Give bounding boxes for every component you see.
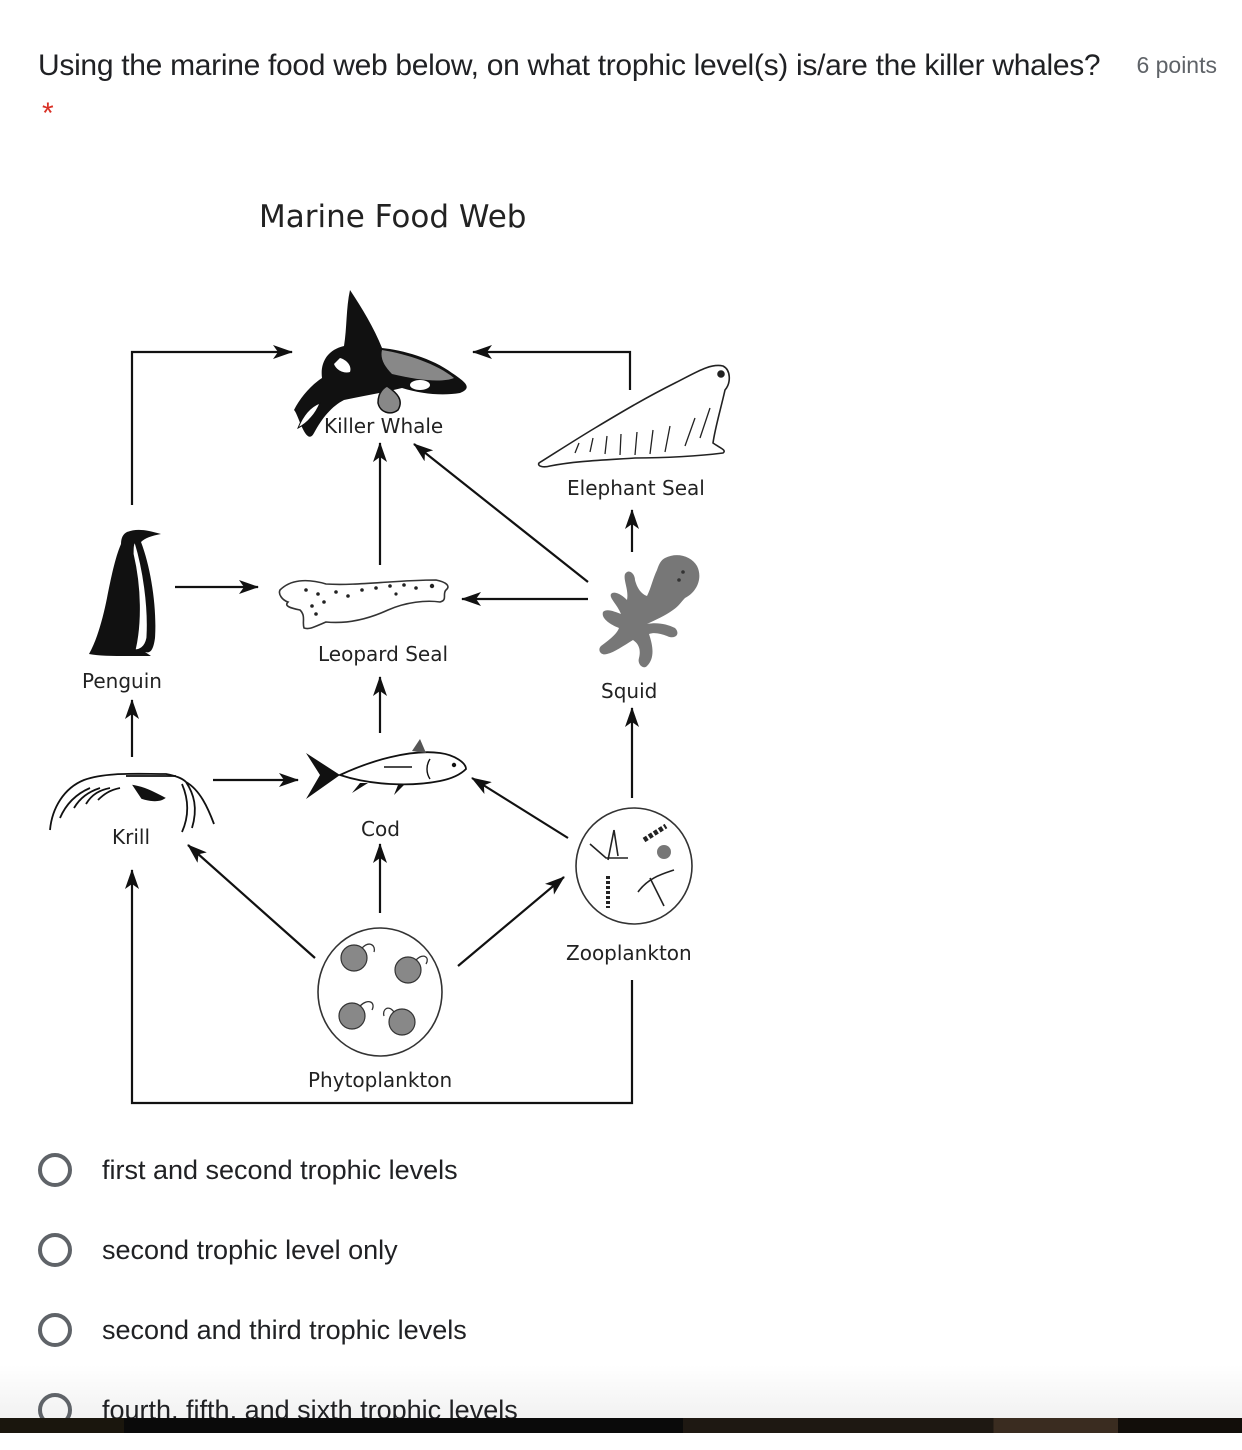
question-text: Using the marine food web below, on what… [38,42,1108,138]
diagram-title: Marine Food Web [259,199,526,235]
label-killer-whale: Killer Whale [324,414,443,438]
answer-options: first and second trophic levels second t… [38,1130,1238,1370]
option-first-and-second[interactable]: first and second trophic levels [38,1130,1238,1210]
points-label: 6 points [1136,52,1217,78]
option-label: second trophic level only [102,1234,398,1265]
question-title: Using the marine food web below, on what… [38,49,1101,82]
food-web-diagram: Marine Food Web [30,180,750,1120]
label-krill: Krill [112,825,150,849]
phytoplankton-icon [317,927,443,1057]
label-penguin: Penguin [82,669,162,693]
label-elephant-seal: Elephant Seal [567,476,705,500]
penguin-icon [89,529,161,656]
required-asterisk: * [42,97,54,130]
zooplankton-icon [575,807,693,925]
arrow-phytoplankton-to-zooplankton [457,876,565,967]
krill-icon [49,772,215,833]
label-zooplankton: Zooplankton [566,941,692,965]
arrow-squid-to-killer-whale [413,443,589,583]
option-label: first and second trophic levels [102,1154,458,1185]
squid-icon [599,555,700,668]
food-web-arrows [125,345,639,1105]
elephant-seal-icon [537,364,731,468]
label-leopard-seal: Leopard Seal [318,642,448,666]
radio-button[interactable] [38,1153,72,1187]
label-phytoplankton: Phytoplankton [308,1068,452,1092]
option-second-and-third[interactable]: second and third trophic levels [38,1290,1238,1370]
label-cod: Cod [361,817,400,841]
option-label: second and third trophic levels [102,1314,467,1345]
arrow-penguin-to-killer-whale [130,345,293,505]
killer-whale-icon [294,290,467,437]
leopard-seal-icon [278,579,449,630]
option-fourth-fifth-sixth[interactable]: fourth, fifth, and sixth trophic levels [38,1370,518,1450]
arrow-phytoplankton-to-krill [187,844,316,959]
label-squid: Squid [601,679,657,703]
option-second-only[interactable]: second trophic level only [38,1210,1238,1290]
arrow-zooplankton-to-krill [125,869,634,1105]
arrow-zooplankton-to-cod [471,777,569,839]
radio-button[interactable] [38,1313,72,1347]
bottom-dark-bar [0,1418,1242,1433]
arrow-elephant-seal-to-killer-whale [472,345,632,390]
radio-button[interactable] [38,1233,72,1267]
cod-icon [306,739,467,799]
